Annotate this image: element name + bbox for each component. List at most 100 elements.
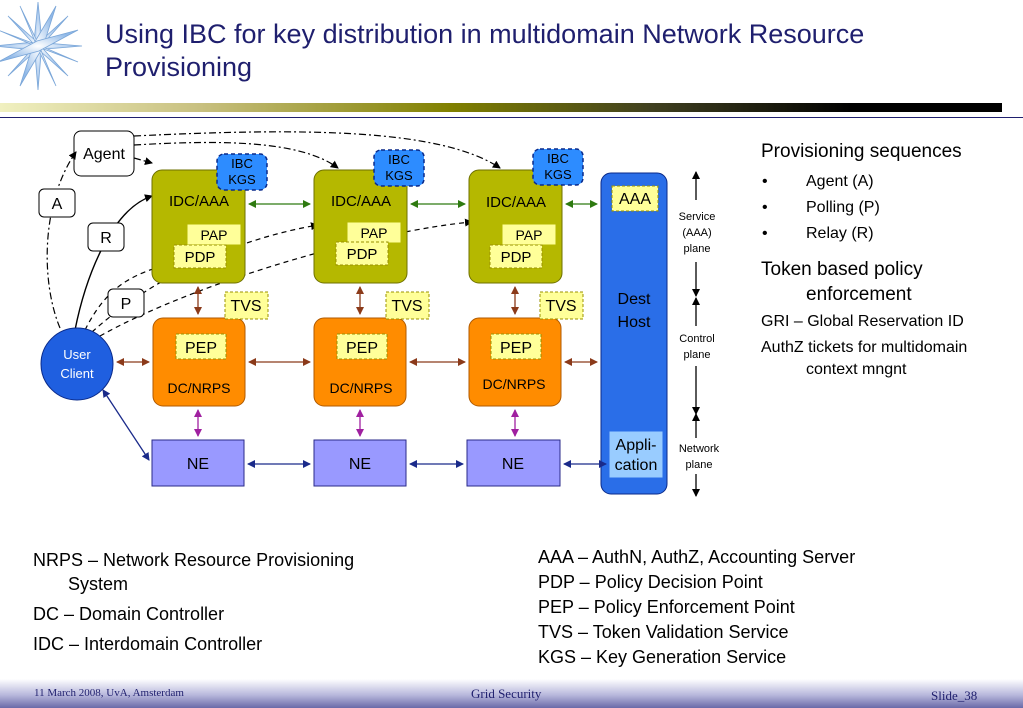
token-heading-line2: enforcement — [806, 284, 912, 305]
authz-line2: context mngnt — [806, 361, 907, 378]
network-plane-label-2: plane — [686, 459, 713, 471]
seq-p-box — [107, 288, 145, 318]
seq-r-box — [87, 222, 125, 252]
authz-note: AuthZ tickets for multidomain context mn… — [761, 337, 1016, 381]
seq-a-box — [38, 188, 76, 218]
pap-tag-1 — [187, 224, 241, 245]
bullet-relay-text: Relay (R) — [806, 225, 874, 242]
title-gradient-bar — [0, 103, 1002, 112]
token-heading: Token based policy enforcement — [761, 257, 1016, 307]
ibc-kgs-badge-1 — [216, 153, 268, 191]
def-aaa: AAA – AuthN, AuthZ, Accounting Server — [538, 547, 856, 567]
idc-aaa-label-3: IDC/AAA — [486, 194, 546, 211]
tvs-label-2: TVS — [391, 298, 422, 315]
bullet-symbol: • — [762, 199, 768, 216]
ibc-kgs-label-2a: IBC — [388, 152, 410, 167]
pdp-tag-1 — [173, 244, 227, 269]
dest-host-label-1: Dest — [618, 291, 651, 308]
bullet-symbol: • — [762, 225, 768, 242]
control-plane-label-2: plane — [684, 349, 711, 361]
bullet-agent-text: Agent (A) — [806, 173, 874, 190]
def-kgs: KGS – Key Generation Service — [538, 647, 787, 667]
footer-date: 11 March 2008, UvA, Amsterdam — [34, 687, 184, 699]
pap-label-3: PAP — [516, 227, 543, 243]
authz-line1: AuthZ tickets for multidomain — [761, 339, 968, 356]
pep-label-2: PEP — [346, 340, 378, 357]
dest-aaa-tag — [611, 185, 659, 212]
ne-label-1: NE — [187, 456, 209, 473]
tvs-tag-1 — [224, 291, 269, 320]
agent-to-idc1-line — [133, 157, 153, 165]
application-label-1: Appli- — [616, 437, 657, 454]
pep-tag-2 — [336, 333, 388, 360]
def-pep: PEP – Policy Enforcement Point — [538, 597, 795, 617]
def-idc: IDC – Interdomain Controller — [33, 634, 263, 654]
dest-aaa-label: AAA — [619, 191, 651, 208]
dest-host-label-2: Host — [618, 314, 651, 331]
ibc-kgs-badge-3 — [532, 148, 584, 186]
service-plane-label-3: plane — [684, 243, 711, 255]
pdp-tag-3 — [489, 244, 543, 269]
ne-box-2 — [313, 439, 407, 487]
def-tvs: TVS – Token Validation Service — [538, 622, 789, 642]
dc-nrps-label-1: DC/NRPS — [167, 380, 230, 396]
pap-label-2: PAP — [361, 225, 388, 241]
pep-tag-3 — [490, 333, 542, 360]
control-plane-label-1: Control — [679, 333, 714, 345]
ne-box-3 — [466, 439, 561, 487]
tvs-tag-3 — [539, 291, 584, 320]
footer-slide-number: Slide_38 — [931, 688, 978, 703]
tvs-label-1: TVS — [230, 298, 261, 315]
bullet-agent: • Agent (A) — [761, 169, 1016, 195]
seq-p-label: P — [121, 296, 132, 313]
pep-label-3: PEP — [500, 340, 532, 357]
architecture-diagram: Agent A R P IDC/AAA IBC KGS PAP PDP TVS … — [38, 130, 720, 497]
bullet-polling-text: Polling (P) — [806, 199, 880, 216]
pdp-label-3: PDP — [501, 249, 532, 266]
title-rule — [0, 117, 1023, 118]
footer-bar — [0, 679, 1023, 708]
idc-aaa-label-2: IDC/AAA — [331, 193, 391, 210]
dc-nrps-label-3: DC/NRPS — [482, 376, 545, 392]
bullet-relay: • Relay (R) — [761, 221, 1016, 247]
def-dc: DC – Domain Controller — [33, 604, 225, 624]
bullet-symbol: • — [762, 173, 768, 190]
def-nrps-line2: System — [68, 574, 129, 594]
network-plane-label-1: Network — [679, 443, 720, 455]
page-title: Using IBC for key distribution in multid… — [105, 19, 865, 82]
dc-nrps-label-2: DC/NRPS — [329, 380, 392, 396]
pap-tag-3 — [502, 224, 556, 245]
ibc-kgs-badge-2 — [373, 149, 425, 187]
gri-note: GRI – Global Reservation ID — [761, 313, 964, 330]
ibc-kgs-label-2b: KGS — [385, 168, 413, 183]
user-client-label-1: User — [63, 347, 91, 362]
pep-label-1: PEP — [185, 340, 217, 357]
definitions-right: AAA – AuthN, AuthZ, Accounting Server PD… — [538, 545, 938, 670]
pap-label-1: PAP — [201, 227, 228, 243]
agent-to-idc2-line — [133, 141, 339, 169]
ne-label-2: NE — [349, 456, 371, 473]
star-logo — [0, 1, 83, 91]
pep-tag-1 — [175, 333, 227, 360]
agent-to-idc3-line — [133, 131, 501, 169]
def-pdp: PDP – Policy Decision Point — [538, 572, 763, 592]
ibc-kgs-label-3a: IBC — [547, 151, 569, 166]
user-client-label-2: Client — [60, 366, 94, 381]
token-heading-line1: Token based policy — [761, 259, 923, 280]
pdp-tag-2 — [335, 241, 389, 266]
service-plane-label-1: Service — [679, 211, 716, 223]
application-label-2: cation — [615, 457, 658, 474]
def-nrps-line1: NRPS – Network Resource Provisioning — [33, 550, 355, 570]
pdp-label-2: PDP — [347, 246, 378, 263]
dc-nrps-box-3 — [468, 317, 562, 407]
idc-aaa-label-1: IDC/AAA — [169, 193, 229, 210]
tvs-tag-2 — [385, 291, 430, 320]
provisioning-notes: Provisioning sequences •Agent (A) •Polli… — [761, 141, 1016, 381]
def-nrps: NRPS – Network Resource Provisioning Sys… — [33, 548, 453, 596]
ibc-kgs-label-1b: KGS — [228, 172, 256, 187]
dest-host-box — [600, 172, 668, 495]
seq-r-label: R — [100, 230, 112, 247]
application-box — [609, 431, 663, 478]
user-ne1-link — [102, 389, 150, 461]
agent-label: Agent — [83, 146, 125, 163]
